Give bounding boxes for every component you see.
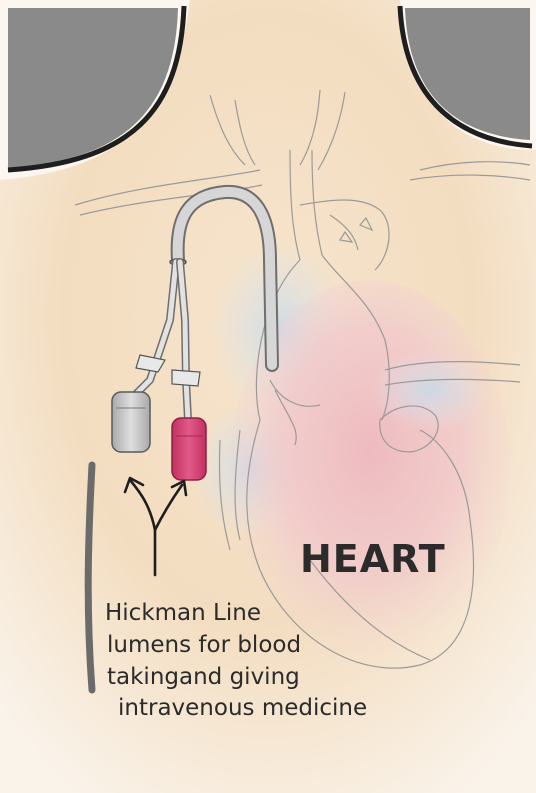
body-edge-line — [88, 465, 92, 690]
caption-line-4: intravenous medicine — [118, 695, 367, 721]
right-clamp — [172, 370, 200, 386]
caption-line-3: takingand giving — [107, 664, 300, 690]
caption-line-1: Hickman Line — [105, 600, 261, 626]
pink-lumen-cap — [172, 418, 206, 480]
heart-label: HEART — [300, 537, 446, 581]
caption-line-2: lumens for blood — [107, 632, 301, 658]
gray-lumen-cap — [112, 392, 150, 452]
